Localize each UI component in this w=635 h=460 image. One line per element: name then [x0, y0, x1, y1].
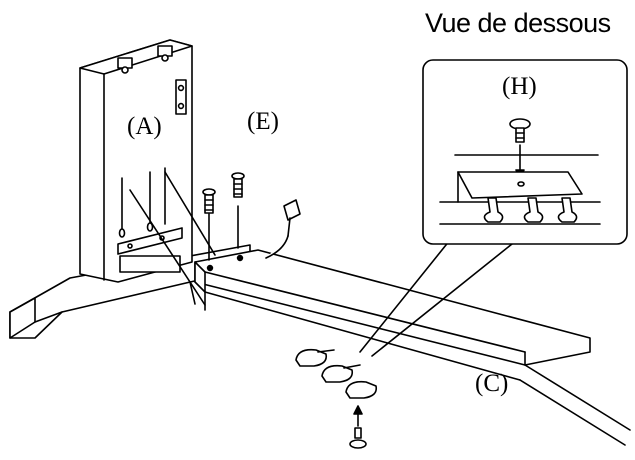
pedals: [296, 350, 376, 398]
callout-pointer-upper: [360, 240, 450, 352]
label-h: (H): [502, 73, 537, 100]
label-a: (A): [127, 113, 162, 140]
view-title: Vue de dessous: [425, 8, 611, 38]
label-c: (C): [475, 370, 509, 397]
inset-view-h: [423, 60, 627, 244]
screw-right: [232, 173, 244, 248]
screw-left: [203, 189, 215, 260]
bottom-screw: [350, 406, 366, 448]
label-e: (E): [247, 108, 279, 135]
pedal-box-e: [190, 250, 630, 445]
side-panel-a: [10, 40, 250, 338]
cable-connector: [266, 200, 300, 258]
callout-pointer-lower: [372, 244, 512, 356]
